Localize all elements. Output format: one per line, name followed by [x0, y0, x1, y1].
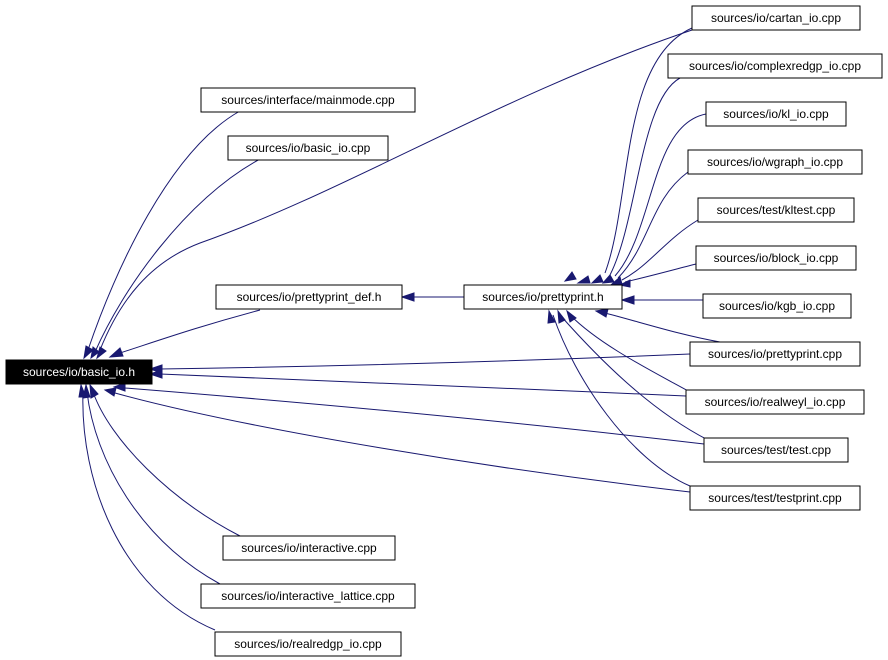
- arrowhead-prettyprint-h-10: [557, 309, 566, 324]
- node-interactive-lattice-cpp[interactable]: sources/io/interactive_lattice.cpp: [200, 583, 416, 609]
- edge-testprint-to-prettyprint-h: [552, 314, 691, 487]
- node-label: sources/test/kltest.cpp: [717, 203, 836, 217]
- edge-test-cpp-to-prettyprint-h: [559, 314, 709, 441]
- node-label: sources/io/kgb_io.cpp: [719, 299, 835, 313]
- node-realredgp-io-cpp[interactable]: sources/io/realredgp_io.cpp: [214, 631, 402, 657]
- node-label: sources/io/wgraph_io.cpp: [707, 155, 843, 169]
- node-cartan-io-cpp[interactable]: sources/io/cartan_io.cpp: [691, 5, 861, 31]
- arrowhead-basic-io-h-8: [103, 387, 117, 397]
- edge-realredgp-io-to-basic-io-h: [82, 391, 216, 631]
- arrowhead-prettyprint-def: [400, 292, 415, 302]
- edge-prettyprint-cpp-to-basic-io-h: [159, 353, 691, 370]
- node-complexredgp-io-cpp[interactable]: sources/io/complexredgp_io.cpp: [667, 53, 883, 79]
- node-label: sources/io/realweyl_io.cpp: [705, 395, 846, 409]
- edge-interactive-to-basic-io-h: [92, 391, 241, 537]
- arrowheads: [78, 271, 635, 399]
- node-label: sources/io/prettyprint_def.h: [237, 290, 382, 304]
- arrowhead-basic-io-h-4: [108, 347, 124, 358]
- node-label: sources/io/interactive.cpp: [241, 541, 377, 555]
- arrowhead-prettyprint-h-3: [590, 274, 604, 284]
- node-label: sources/io/prettyprint.h: [482, 290, 603, 304]
- node-basic-io-cpp[interactable]: sources/io/basic_io.cpp: [227, 135, 389, 161]
- edge-cartan-io-to-prettyprint-h: [604, 27, 693, 274]
- node-kgb-io-cpp[interactable]: sources/io/kgb_io.cpp: [702, 293, 852, 319]
- arrowhead-prettyprint-h-9: [566, 309, 577, 323]
- node-mainmode-cpp[interactable]: sources/interface/mainmode.cpp: [200, 87, 416, 113]
- arrowhead-basic-io-h-6: [148, 369, 163, 379]
- edge-prettyprint-def-to-basic-io-h: [119, 309, 261, 354]
- node-interactive-cpp[interactable]: sources/io/interactive.cpp: [222, 535, 396, 561]
- node-kltest-cpp[interactable]: sources/test/kltest.cpp: [697, 197, 855, 223]
- edge-realweyl-io-to-prettyprint-h: [569, 314, 691, 393]
- arrowhead-prettyprint-h-11: [547, 309, 556, 324]
- edge-complexredgp-io-to-prettyprint-h: [609, 77, 681, 276]
- node-label: sources/test/testprint.cpp: [708, 491, 842, 505]
- arrowhead-basic-io-h-11: [78, 383, 87, 398]
- edge-basic-io-cpp-to-basic-io-h: [94, 158, 261, 353]
- node-label: sources/io/cartan_io.cpp: [711, 11, 841, 25]
- node-label: sources/io/block_io.cpp: [714, 251, 839, 265]
- node-prettyprint-cpp[interactable]: sources/io/prettyprint.cpp: [689, 341, 861, 367]
- node-label: sources/io/realredgp_io.cpp: [234, 637, 382, 651]
- node-realweyl-io-cpp[interactable]: sources/io/realweyl_io.cpp: [685, 389, 865, 415]
- arrowhead-prettyprint-h-8: [594, 308, 609, 318]
- arrowhead-basic-io-h-7: [112, 382, 126, 392]
- node-label: sources/io/basic_io.h: [23, 365, 135, 379]
- node-label: sources/io/kl_io.cpp: [723, 107, 829, 121]
- edge-testprint-to-basic-io-h: [114, 392, 691, 493]
- arrowhead-prettyprint-h-1: [563, 271, 577, 282]
- edge-interactive-lattice-to-basic-io-h: [86, 391, 221, 585]
- edge-block-io-to-prettyprint-h: [624, 263, 697, 283]
- arrowhead-basic-io-h-9: [89, 383, 99, 399]
- arrowhead-basic-io-h-1: [83, 345, 94, 360]
- node-testprint-cpp[interactable]: sources/test/testprint.cpp: [689, 485, 861, 511]
- edge-prettyprint-cpp-to-prettyprint-h: [604, 312, 721, 343]
- node-test-cpp[interactable]: sources/test/test.cpp: [703, 437, 849, 463]
- edge-kl-io-to-prettyprint-h: [614, 113, 707, 277]
- arrowhead-basic-io-h-3: [96, 346, 107, 360]
- node-prettyprint-def-h[interactable]: sources/io/prettyprint_def.h: [215, 284, 403, 310]
- node-block-io-cpp[interactable]: sources/io/block_io.cpp: [695, 245, 857, 271]
- node-kl-io-cpp[interactable]: sources/io/kl_io.cpp: [705, 101, 847, 127]
- edge-test-cpp-to-basic-io-h: [124, 387, 705, 445]
- node-basic-io-h[interactable]: sources/io/basic_io.h: [5, 359, 153, 385]
- arrowhead-prettyprint-h-4: [601, 274, 615, 284]
- arrowhead-prettyprint-h-7: [620, 295, 635, 305]
- node-wgraph-io-cpp[interactable]: sources/io/wgraph_io.cpp: [687, 149, 863, 175]
- arrowhead-basic-io-h-2: [90, 346, 100, 360]
- node-label: sources/io/complexredgp_io.cpp: [689, 59, 861, 73]
- edge-kltest-to-prettyprint-h: [621, 219, 699, 281]
- edge-wgraph-io-to-prettyprint-h: [617, 171, 689, 279]
- arrowhead-prettyprint-h-2: [576, 275, 591, 284]
- node-prettyprint-h[interactable]: sources/io/prettyprint.h: [463, 284, 623, 310]
- edges: [82, 27, 721, 631]
- edge-realweyl-io-to-basic-io-h: [159, 373, 687, 397]
- node-label: sources/interface/mainmode.cpp: [221, 93, 395, 107]
- node-label: sources/io/basic_io.cpp: [246, 141, 371, 155]
- arrowhead-prettyprint-h-5: [610, 276, 623, 285]
- edge-cartan-io-to-basic-io-h: [99, 29, 693, 351]
- node-label: sources/io/prettyprint.cpp: [708, 347, 842, 361]
- node-label: sources/io/interactive_lattice.cpp: [221, 589, 395, 603]
- edge-mainmode-to-basic-io-h: [87, 110, 241, 351]
- node-label: sources/test/test.cpp: [721, 443, 831, 457]
